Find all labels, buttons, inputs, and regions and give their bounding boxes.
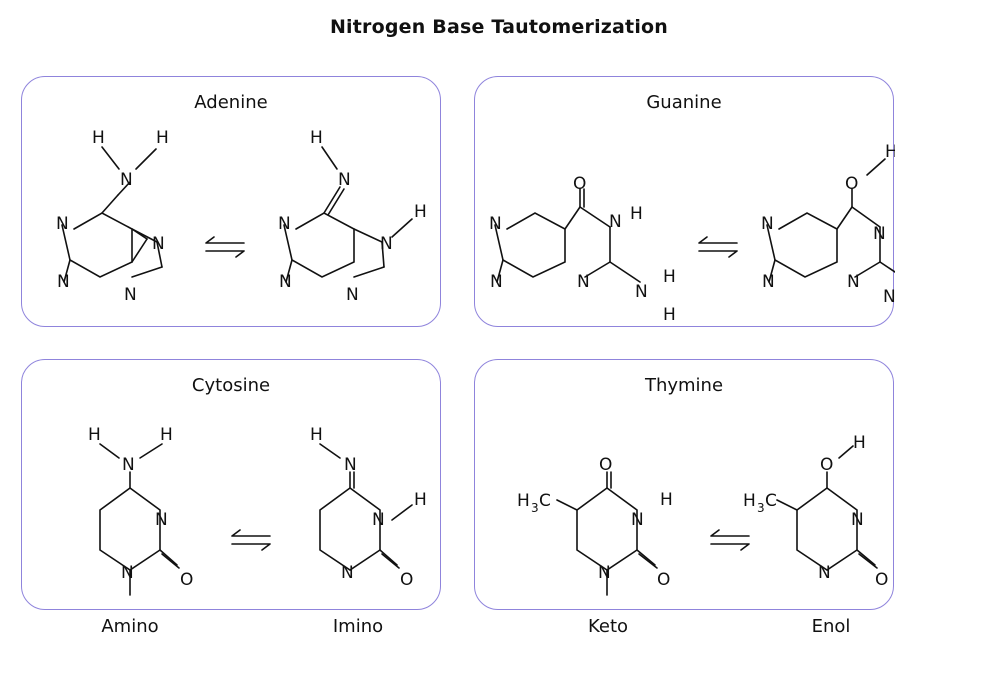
svg-text:H: H [310, 425, 323, 445]
svg-text:H: H [88, 425, 101, 445]
equilibrium-arrows-icon [231, 529, 271, 551]
svg-text:3: 3 [531, 501, 539, 515]
cytosine-structures-diagram: N H H N N O N H H N N O [88, 425, 427, 596]
guanine-structures-diagram: ONH NHH NNN OHN NHH NNN [489, 142, 895, 325]
svg-text:3: 3 [757, 501, 765, 515]
svg-text:N: N [851, 510, 864, 530]
svg-text:N: N [124, 285, 137, 305]
svg-text:N: N [341, 563, 354, 583]
svg-text:N: N [344, 455, 357, 475]
adenine-amino-structure: N N H H N N N [56, 128, 169, 305]
svg-text:H: H [630, 204, 643, 224]
svg-text:N: N [489, 214, 502, 234]
svg-text:O: O [180, 570, 193, 590]
panel-title-guanine: Guanine [646, 92, 722, 113]
svg-text:C: C [539, 491, 551, 511]
svg-text:N: N [346, 285, 359, 305]
svg-text:N: N [631, 510, 644, 530]
equilibrium-arrows-icon [698, 236, 738, 258]
svg-text:N: N [873, 224, 886, 244]
svg-text:N: N [635, 282, 648, 302]
panel-title-cytosine: Cytosine [191, 375, 271, 396]
cytosine-imino-structure: N H H N N O [310, 425, 427, 590]
panel-title-thymine: Thymine [644, 375, 724, 396]
caption-keto: Keto [587, 616, 629, 637]
svg-text:O: O [875, 570, 888, 590]
caption-enol: Enol [811, 616, 851, 637]
page-title: Nitrogen Base Tautomerization [329, 16, 669, 38]
svg-text:H: H [414, 202, 427, 222]
svg-text:O: O [845, 174, 858, 194]
panel-cytosine: Cytosine N H H N N O N H H N N O Amino Imino [21, 359, 441, 637]
svg-text:N: N [761, 214, 774, 234]
adenine-imino-structure: N N H H N N N [278, 128, 427, 305]
svg-text:O: O [657, 570, 670, 590]
svg-text:H: H [885, 142, 895, 162]
panel-title-adenine: Adenine [194, 92, 268, 113]
svg-text:H: H [660, 490, 673, 510]
svg-text:N: N [818, 563, 831, 583]
equilibrium-arrows-icon [710, 529, 750, 551]
svg-text:N: N [279, 272, 292, 292]
svg-text:N: N [155, 510, 168, 530]
guanine-enol-structure: OHN NHH NNN [761, 142, 895, 307]
svg-text:H: H [414, 490, 427, 510]
svg-text:H: H [310, 128, 323, 148]
svg-text:N: N [338, 170, 351, 190]
svg-text:H: H [663, 305, 676, 325]
svg-text:N: N [152, 234, 165, 254]
cytosine-amino-structure: N H H N N O [88, 425, 193, 596]
svg-text:H: H [853, 433, 866, 453]
svg-text:N: N [598, 563, 611, 583]
svg-text:N: N [609, 212, 622, 232]
svg-text:O: O [400, 570, 413, 590]
svg-text:N: N [278, 214, 291, 234]
svg-text:N: N [883, 287, 895, 307]
svg-text:O: O [820, 455, 833, 475]
adenine-structures-diagram: N N H H N N N N N H H N N N [56, 128, 427, 305]
panel-guanine: Guanine ONH NHH NNN OHN NHH NNN [474, 76, 895, 327]
svg-text:N: N [121, 563, 134, 583]
caption-imino: Imino [332, 616, 384, 637]
svg-text:H: H [156, 128, 169, 148]
svg-text:N: N [372, 510, 385, 530]
svg-text:N: N [122, 455, 135, 475]
svg-text:O: O [599, 455, 612, 475]
svg-text:C: C [765, 491, 777, 511]
svg-text:H: H [517, 491, 530, 511]
svg-text:N: N [490, 272, 503, 292]
svg-text:O: O [573, 174, 586, 194]
svg-text:N: N [847, 272, 860, 292]
svg-text:N: N [380, 234, 393, 254]
svg-text:H: H [92, 128, 105, 148]
svg-text:H: H [663, 267, 676, 287]
svg-text:H: H [743, 491, 756, 511]
svg-text:N: N [120, 170, 133, 190]
svg-text:N: N [577, 272, 590, 292]
svg-text:N: N [762, 272, 775, 292]
svg-text:N: N [56, 214, 69, 234]
panel-adenine: Adenine N N H H N N N N N H H [21, 76, 441, 327]
svg-text:H: H [160, 425, 173, 445]
svg-text:N: N [57, 272, 70, 292]
caption-amino: Amino [101, 616, 159, 637]
equilibrium-arrows-icon [205, 236, 245, 258]
